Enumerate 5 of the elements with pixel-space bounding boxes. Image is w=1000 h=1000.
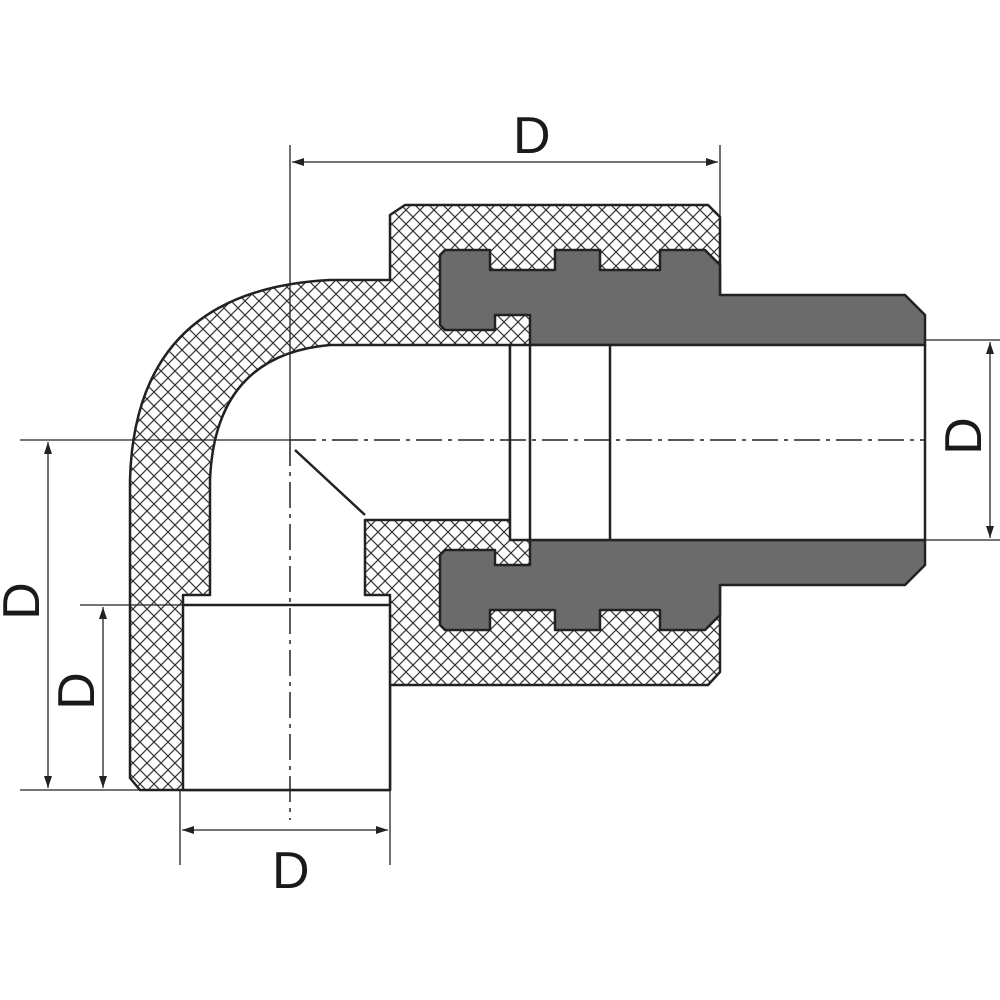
- dimension-label: D: [0, 582, 48, 620]
- dimension-label: D: [513, 110, 551, 162]
- dimension-label: D: [272, 845, 310, 897]
- dimension-label: D: [938, 417, 990, 455]
- dimension-label: D: [50, 672, 103, 710]
